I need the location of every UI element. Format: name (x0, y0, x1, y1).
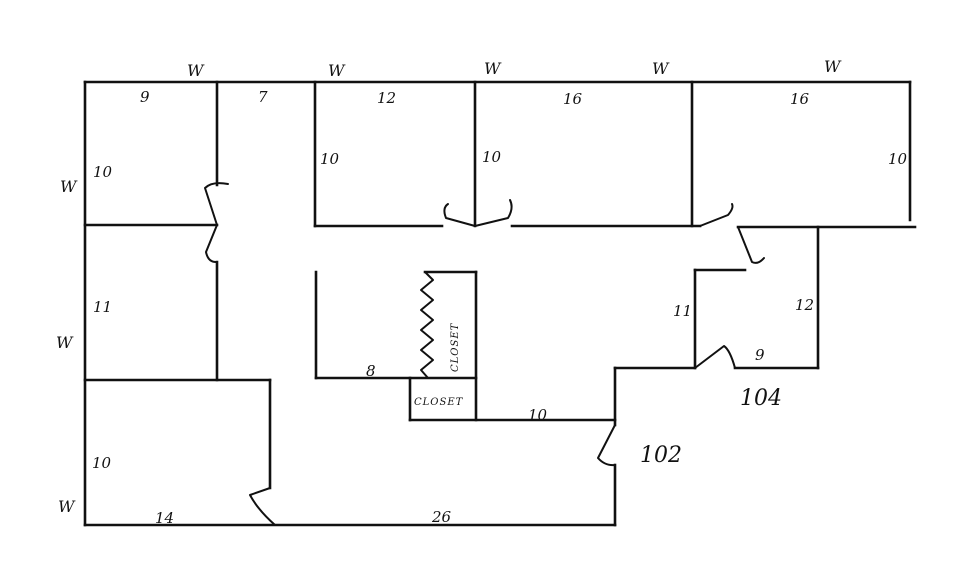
dim-top-room4-width: 16 (790, 90, 810, 108)
dim-top-room2-width: 12 (377, 89, 396, 107)
dim-bottom-left-width: 14 (155, 509, 174, 527)
window-mark-top-3: W (484, 59, 502, 78)
door-102 (597, 424, 616, 467)
dimension-labels: 9 7 12 16 16 10 10 10 10 11 10 14 26 8 1… (92, 88, 908, 527)
dim-room104-left: 11 (673, 302, 692, 320)
window-marks: W W W W W W W W (56, 57, 842, 516)
door-104-bottom (694, 345, 736, 369)
dim-top-room4-depth: 10 (888, 150, 908, 168)
window-mark-left-1: W (60, 177, 78, 196)
door-room1 (204, 182, 229, 226)
dim-room104-bottom: 9 (755, 346, 765, 364)
window-mark-top-1: W (187, 61, 205, 80)
dim-inner-block-wall: 10 (528, 406, 548, 424)
door-room2 (443, 203, 476, 227)
dim-inner-block-width: 8 (366, 362, 376, 380)
closet-label-horizontal: CLOSET (414, 397, 464, 408)
dim-top-room2-depth: 10 (320, 150, 340, 168)
dim-top-room1-depth: 10 (93, 163, 113, 181)
closet-label-vertical: CLOSET (450, 322, 461, 372)
dim-top-room1-width: 9 (140, 88, 150, 106)
dim-left-room-bottom-depth: 10 (92, 454, 112, 472)
door-room3 (474, 199, 513, 227)
dim-room104-right: 12 (795, 296, 814, 314)
window-mark-top-4: W (652, 59, 670, 78)
walls (83, 80, 917, 527)
door-bottom-left (249, 487, 276, 526)
room-number-104: 104 (740, 386, 782, 411)
window-mark-top-5: W (824, 57, 842, 76)
door-closet (420, 271, 434, 379)
door-104-top (737, 226, 765, 264)
doors (204, 182, 765, 526)
dim-top-room3-width: 16 (563, 90, 583, 108)
room-number-102: 102 (640, 443, 682, 468)
window-mark-left-3: W (58, 497, 76, 516)
dim-bottom-right-width: 26 (431, 508, 452, 526)
dim-hall-width: 7 (258, 88, 268, 106)
dim-top-room3-depth: 10 (482, 148, 502, 166)
window-mark-top-2: W (328, 61, 346, 80)
door-room4 (699, 203, 734, 227)
window-mark-left-2: W (56, 333, 74, 352)
door-left-room (205, 224, 218, 263)
dim-left-room-mid-depth: 11 (93, 298, 112, 316)
